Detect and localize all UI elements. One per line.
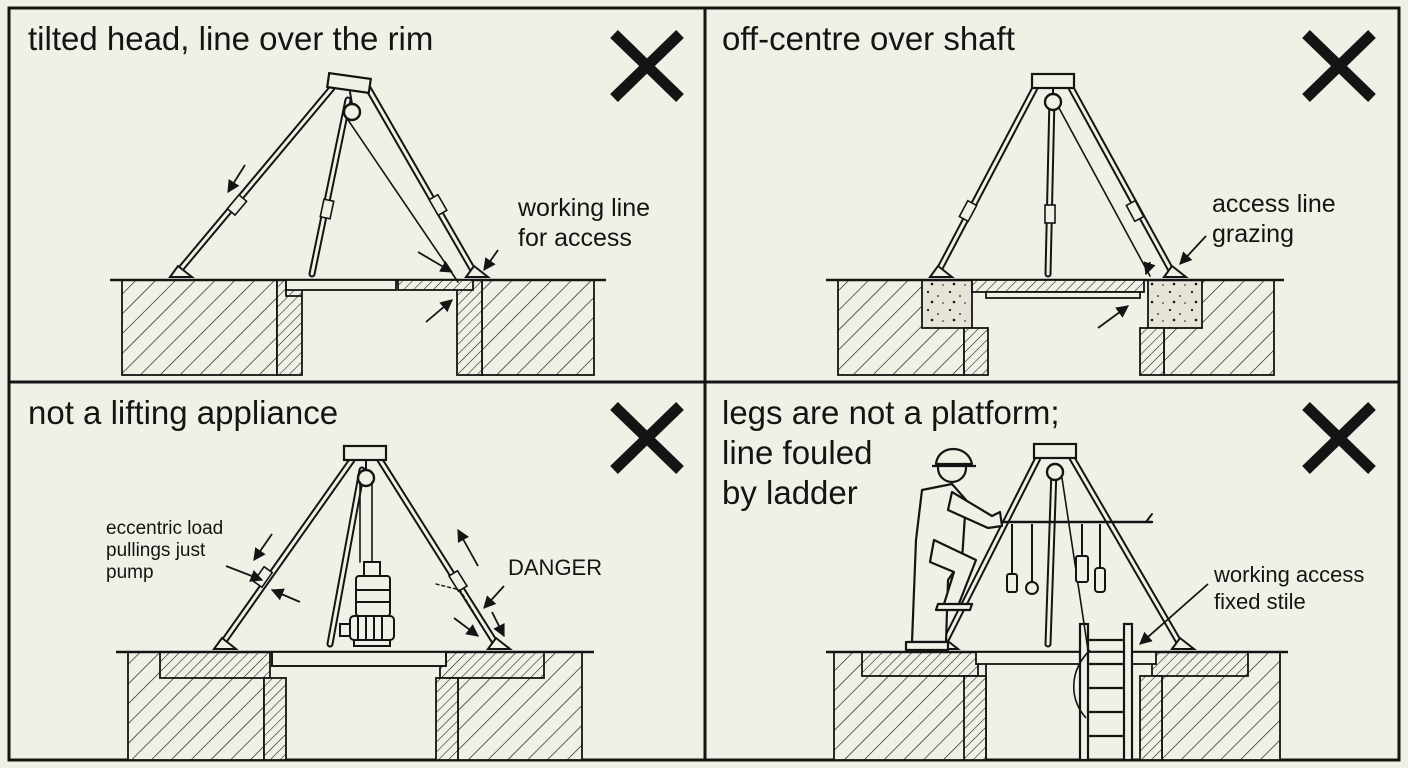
callout-arrows <box>227 164 499 323</box>
tripod <box>168 71 491 283</box>
text-line: working line <box>517 194 650 222</box>
ground-section <box>826 278 1284 376</box>
panel-title: tilted head, line over the rim <box>28 20 433 57</box>
cross-icon <box>610 30 684 102</box>
panel-title: off-centre over shaft <box>722 20 1015 57</box>
text-line: by ladder <box>722 474 858 511</box>
panel-tilted-head: tilted head, line over the rim <box>28 20 684 376</box>
text-line: working access <box>1213 562 1364 587</box>
cross-icon <box>1302 402 1376 474</box>
tripod <box>928 72 1189 278</box>
danger-label: DANGER <box>508 555 602 580</box>
text-line: eccentric load <box>106 518 223 539</box>
callout-arrows <box>1139 583 1209 645</box>
text-line: grazing <box>1212 220 1294 248</box>
ground-section <box>826 650 1288 761</box>
panel-title: not a lifting appliance <box>28 394 338 431</box>
text-line: off-centre over shaft <box>722 20 1015 57</box>
tripod <box>212 444 513 650</box>
ground-section <box>110 278 606 376</box>
callout-arrows <box>1097 235 1207 329</box>
text-line: tilted head, line over the rim <box>28 20 433 57</box>
text-line: not a lifting appliance <box>28 394 338 431</box>
text-line: fixed stile <box>1214 589 1306 614</box>
worker-figure <box>904 448 1004 652</box>
cross-icon <box>610 402 684 474</box>
hanging-tools <box>1006 524 1106 595</box>
fixed-ladder <box>1072 622 1134 762</box>
text-line: pullings just <box>106 540 206 561</box>
text-line: legs are not a platform; <box>722 394 1060 431</box>
cross-icon <box>1302 30 1376 102</box>
text-line: access line <box>1212 190 1336 218</box>
panel-off-centre: off-centre over shaft <box>722 20 1376 376</box>
text-line: pump <box>106 562 154 583</box>
callout-arrows <box>225 528 505 638</box>
text-line: for access <box>518 224 632 252</box>
panel-frame <box>7 6 1401 762</box>
panel-lifting: not a lifting appliance <box>28 394 684 761</box>
ground-section <box>116 650 594 761</box>
tripod <box>934 442 1197 651</box>
pump <box>339 561 395 647</box>
text-line: line fouled <box>722 434 872 471</box>
